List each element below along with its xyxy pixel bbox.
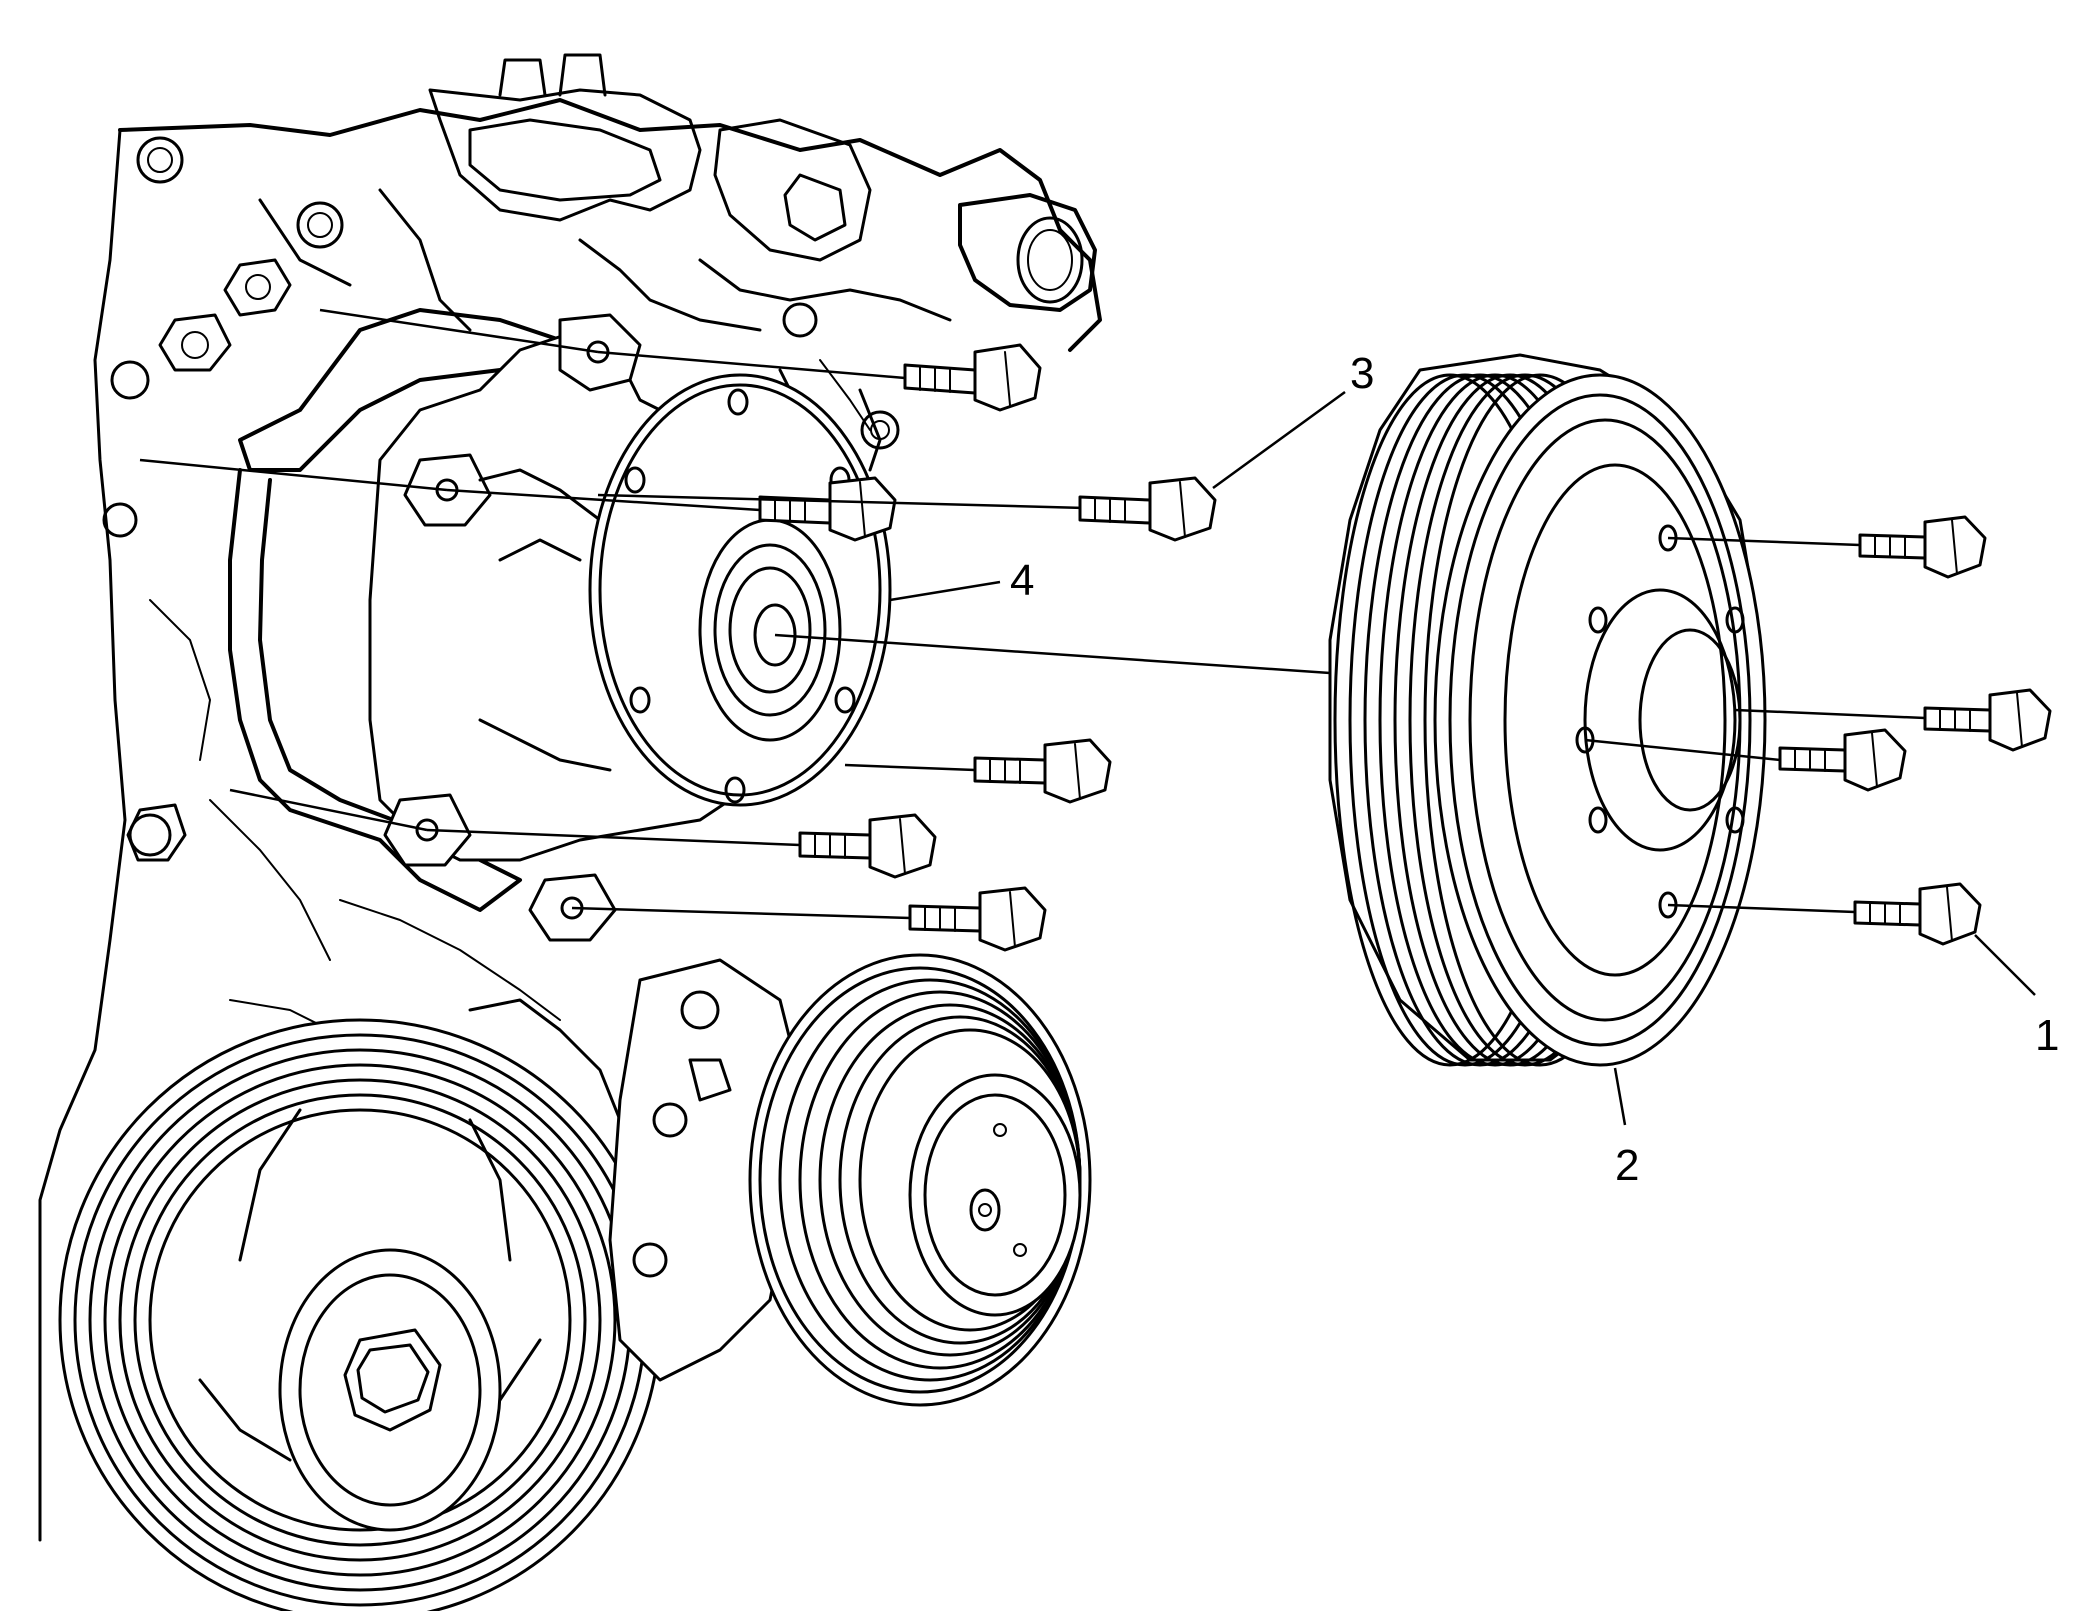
callout-3: 3	[1350, 349, 1374, 398]
pulley-bolts	[1584, 515, 2052, 946]
pump-bolt	[973, 738, 1112, 804]
water-pump-bolts	[139, 308, 1217, 952]
pulley-bolt	[1778, 728, 1907, 792]
pump-bolt	[798, 813, 937, 879]
pump-bolt	[908, 886, 1047, 952]
engine-block	[38, 53, 1102, 1542]
crankshaft-balancer	[58, 1018, 662, 1611]
pulley-bolt	[1923, 688, 2052, 752]
ac-compressor	[608, 953, 1092, 1407]
pulley-bolt	[1858, 515, 1987, 579]
shaft-centerline	[774, 633, 1331, 675]
callout-2: 2	[1615, 1141, 1639, 1190]
pump-bolt	[903, 343, 1042, 412]
callout-1: 1	[2035, 1011, 2059, 1060]
pump-bolt-callout-3	[1078, 476, 1217, 542]
pulley-bolt-callout-1	[1853, 882, 1982, 946]
water-pump-pulley	[1328, 353, 1767, 1067]
water-pump	[368, 313, 892, 942]
callout-4: 4	[1010, 556, 1034, 605]
pump-bolt	[758, 476, 897, 542]
callout-leaders	[889, 390, 2036, 1126]
